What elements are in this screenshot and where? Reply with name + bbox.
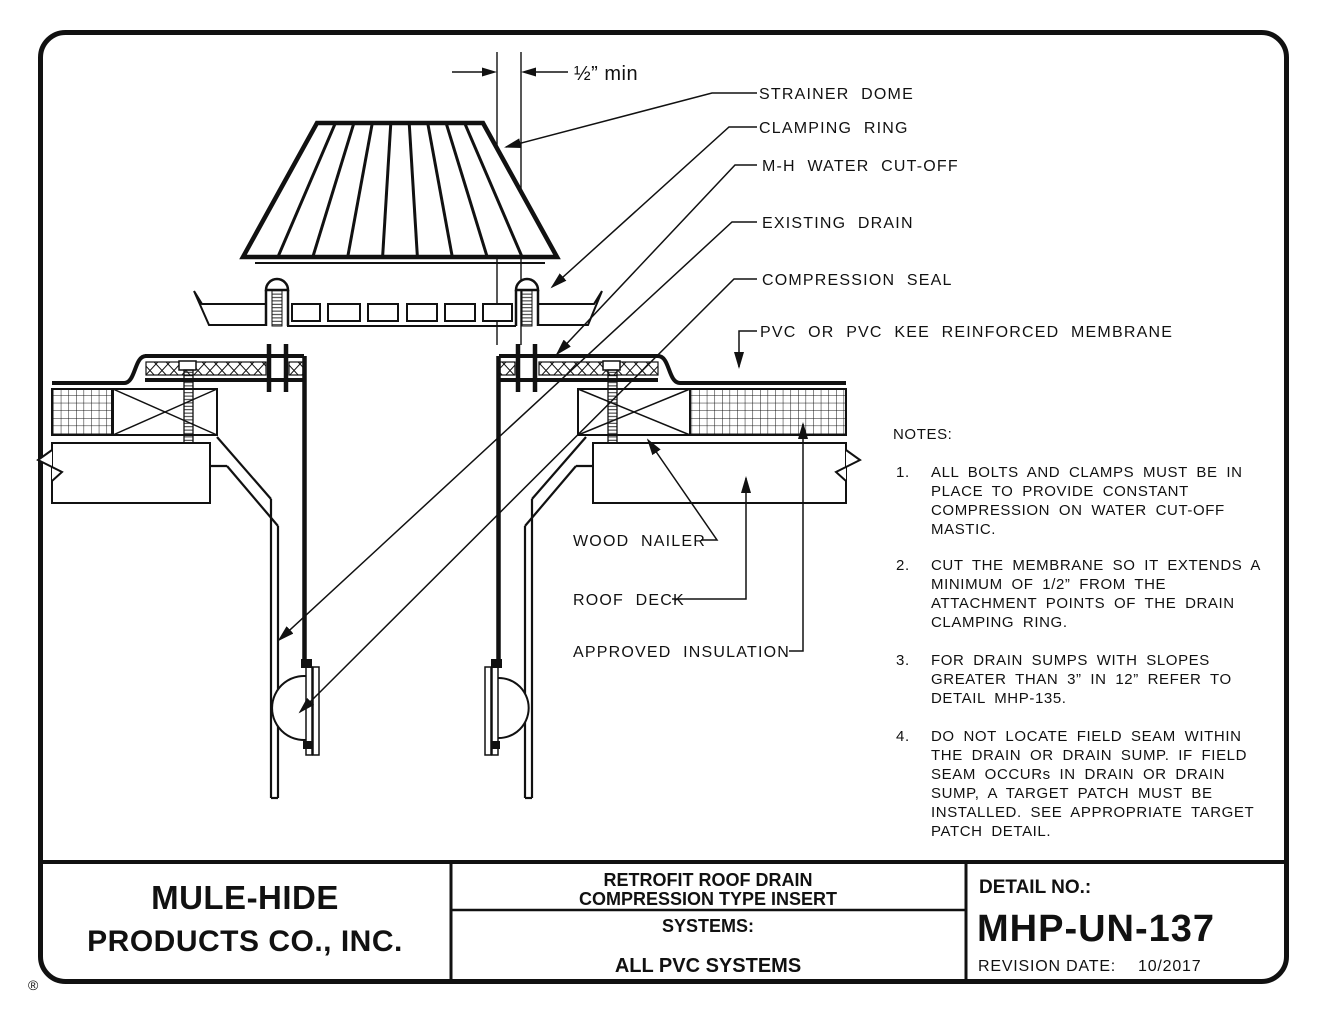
systems-label: SYSTEMS: xyxy=(662,916,754,936)
dimension-label: ½” min xyxy=(574,63,638,85)
note-4-line: PATCH DETAIL. xyxy=(931,823,1051,840)
callout-membrane: PVC OR PVC KEE REINFORCED MEMBRANE xyxy=(760,324,1173,341)
note-4-line: DO NOT LOCATE FIELD SEAM WITHIN xyxy=(931,728,1242,745)
notes-section: NOTES: 1. ALL BOLTS AND CLAMPS MUST BE I… xyxy=(893,426,1261,840)
insulation-block-left xyxy=(51,388,113,436)
ring-bolt-right xyxy=(514,277,540,327)
callout-strainer-dome: STRAINER DOME xyxy=(759,86,914,103)
break-line-left xyxy=(36,449,64,482)
note-3-number: 3. xyxy=(896,652,910,669)
strainer-dome-drawing xyxy=(239,120,561,264)
leader-roof-deck xyxy=(672,476,751,600)
drain-section-drawing xyxy=(36,52,862,800)
title-block-detail-cell: DETAIL NO.: MHP-UN-137 REVISION DATE: 10… xyxy=(977,877,1215,975)
leader-clamping-ring xyxy=(550,126,757,289)
sheet-border xyxy=(38,30,1289,984)
title-block-company-cell: MULE-HIDE PRODUCTS CO., INC. xyxy=(87,879,403,958)
callout-mh-water-cutoff: M-H WATER CUT-OFF xyxy=(762,158,959,175)
leader-mh-water-cutoff xyxy=(555,164,757,356)
revision-date-label: REVISION DATE: xyxy=(978,958,1116,975)
note-4-line: INSTALLED. SEE APPROPRIATE TARGET xyxy=(931,804,1254,821)
leader-membrane xyxy=(734,330,757,369)
compression-seal-right xyxy=(484,659,530,756)
callout-labels: STRAINER DOME CLAMPING RING M-H WATER CU… xyxy=(573,86,1173,661)
callout-compression-seal: COMPRESSION SEAL xyxy=(762,272,953,289)
note-2-line: CUT THE MEMBRANE SO IT EXTENDS A xyxy=(931,557,1261,574)
ring-left-flare xyxy=(193,290,266,326)
callout-clamping-ring: CLAMPING RING xyxy=(759,120,909,137)
note-1-line: PLACE TO PROVIDE CONSTANT xyxy=(931,483,1189,500)
drawing-title-line2: COMPRESSION TYPE INSERT xyxy=(579,889,837,909)
roof-deck-right xyxy=(592,442,862,504)
leader-strainer-dome xyxy=(504,92,757,149)
leader-compression-seal xyxy=(298,278,757,714)
dimension-arrow-left xyxy=(482,67,497,77)
note-1-line: MASTIC. xyxy=(931,521,996,538)
leader-lines xyxy=(277,92,808,714)
water-cutoff-mastic-left xyxy=(145,361,267,376)
note-1-line: COMPRESSION ON WATER CUT-OFF xyxy=(931,502,1225,519)
callout-wood-nailer: WOOD NAILER xyxy=(573,533,706,550)
membrane-flange-right xyxy=(499,344,846,392)
ring-bolt-left xyxy=(264,277,290,327)
note-3-line: FOR DRAIN SUMPS WITH SLOPES xyxy=(931,652,1210,669)
systems-value: ALL PVC SYSTEMS xyxy=(615,955,801,977)
note-3-line: DETAIL MHP-135. xyxy=(931,690,1067,707)
note-2-line: MINIMUM OF 1/2” FROM THE xyxy=(931,576,1166,593)
title-block-drawing-title-cell: RETROFIT ROOF DRAIN COMPRESSION TYPE INS… xyxy=(579,870,837,977)
note-4-line: THE DRAIN OR DRAIN SUMP. IF FIELD xyxy=(931,747,1247,764)
roof-deck-left xyxy=(36,442,211,504)
company-name-line1: MULE-HIDE xyxy=(151,879,339,916)
company-name-line2: PRODUCTS CO., INC. xyxy=(87,925,403,958)
note-4-number: 4. xyxy=(896,728,910,745)
note-1-number: 1. xyxy=(896,464,910,481)
title-block: MULE-HIDE PRODUCTS CO., INC. RETROFIT RO… xyxy=(40,860,1288,982)
drawing-title-line1: RETROFIT ROOF DRAIN xyxy=(604,870,813,890)
callout-roof-deck: ROOF DECK xyxy=(573,592,685,609)
compression-seal-left xyxy=(271,659,320,756)
dimension-arrow-right xyxy=(521,67,536,77)
membrane-flange-left xyxy=(52,344,304,392)
detail-no-value: MHP-UN-137 xyxy=(977,908,1215,950)
note-2-number: 2. xyxy=(896,557,910,574)
notes-title: NOTES: xyxy=(893,426,952,443)
wood-nailer-right xyxy=(577,388,691,436)
leader-approved-insulation xyxy=(789,422,808,652)
existing-drain-bowl xyxy=(210,436,593,800)
note-4-line: SEAM OCCURs IN DRAIN OR DRAIN xyxy=(931,766,1225,783)
leader-existing-drain xyxy=(277,221,757,642)
revision-date-value: 10/2017 xyxy=(1138,958,1201,975)
leader-wood-nailer xyxy=(646,438,719,541)
ring-right-flare xyxy=(537,290,603,326)
registered-trademark-symbol: ® xyxy=(28,977,39,993)
break-line-right xyxy=(834,449,862,482)
note-1-line: ALL BOLTS AND CLAMPS MUST BE IN xyxy=(931,464,1243,481)
note-3-line: GREATER THAN 3” IN 12” REFER TO xyxy=(931,671,1232,688)
insulation-block-right xyxy=(689,388,847,436)
detail-no-label: DETAIL NO.: xyxy=(979,877,1091,898)
clamping-ring-drawing xyxy=(193,277,603,327)
note-4-line: SUMP, A TARGET PATCH MUST BE xyxy=(931,785,1213,802)
callout-approved-insulation: APPROVED INSULATION xyxy=(573,644,790,661)
wood-nailer-left xyxy=(112,388,218,436)
note-2-line: CLAMPING RING. xyxy=(931,614,1068,631)
callout-existing-drain: EXISTING DRAIN xyxy=(762,215,914,232)
note-2-line: ATTACHMENT POINTS OF THE DRAIN xyxy=(931,595,1235,612)
